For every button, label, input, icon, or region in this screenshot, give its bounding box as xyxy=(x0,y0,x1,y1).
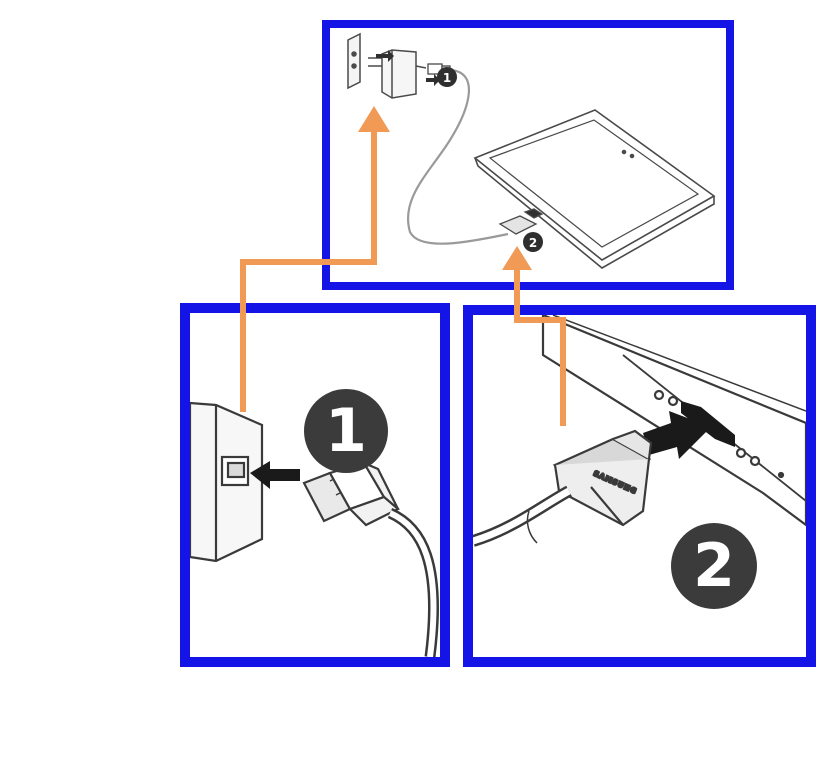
svg-text:2: 2 xyxy=(529,236,537,250)
step-1-badge: 1 xyxy=(304,389,388,473)
usb-cable-inner xyxy=(388,510,437,657)
wall-outlet-icon xyxy=(347,32,361,90)
usb-plug-icon xyxy=(302,460,400,527)
mini-step-badge-1: 1 xyxy=(437,67,457,87)
insert-arrow-icon xyxy=(643,411,711,459)
overview-illustration: 1 2 xyxy=(347,32,716,269)
step-2-badge: 2 xyxy=(671,523,757,609)
dock-port-icon xyxy=(681,401,735,447)
usb-cable-icon xyxy=(387,507,440,657)
dock-connector-icon xyxy=(498,208,544,235)
step-2-panel: SAMSUNG 2 xyxy=(463,305,816,667)
step-1-illustration xyxy=(190,401,440,657)
mini-step-badge-2: 2 xyxy=(523,232,543,252)
step-1-panel: 1 xyxy=(180,303,450,667)
dock-connector-icon: SAMSUNG xyxy=(552,429,653,527)
overview-panel: 1 2 xyxy=(322,20,734,290)
charger-adapter-icon xyxy=(190,401,264,563)
usb-cable-icon xyxy=(407,68,509,245)
insert-arrow-icon xyxy=(250,461,300,489)
svg-text:1: 1 xyxy=(443,71,451,85)
charger-adapter-icon xyxy=(368,49,427,99)
insert-arrow-icon xyxy=(376,50,440,86)
step-2-illustration: SAMSUNG xyxy=(473,315,806,547)
tablet-icon xyxy=(473,109,716,269)
dock-cable-inner xyxy=(473,487,571,545)
cable-bend-mark xyxy=(526,510,538,544)
